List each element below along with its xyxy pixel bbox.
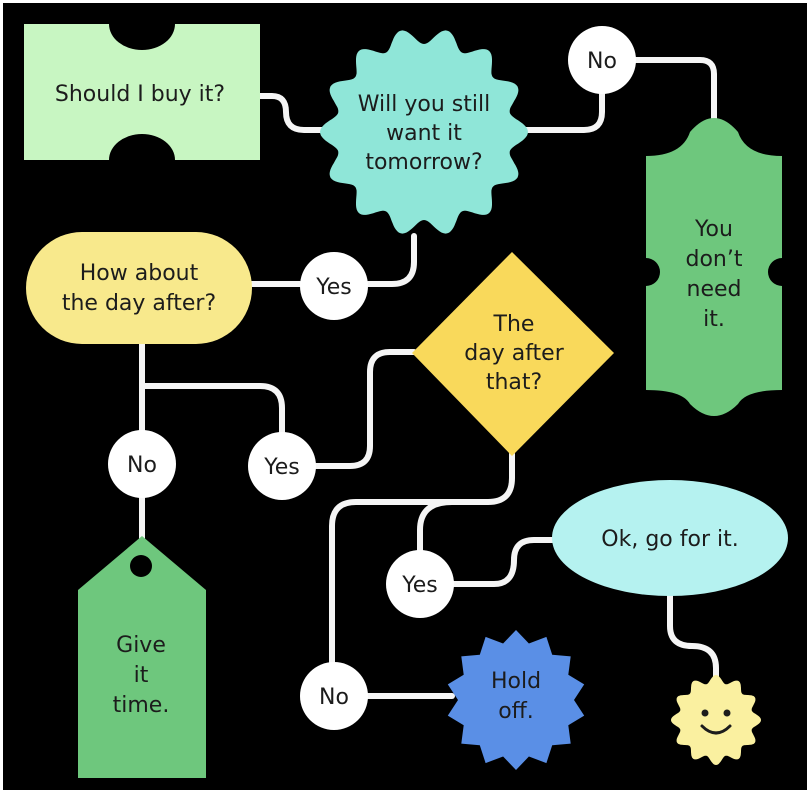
node-still-want: Will you still want it tomorrow? [320, 30, 528, 234]
node-label-give-time-2: it [134, 663, 149, 688]
tag-hole [130, 555, 152, 577]
answer-bubble [108, 430, 176, 498]
node-label-dont-need-2: don’t [686, 247, 743, 272]
node-label-day-after-1: How about [80, 261, 199, 286]
answer-bubble [248, 432, 316, 500]
starburst-shape [447, 630, 585, 770]
node-label-dont-need-1: You [694, 217, 733, 242]
answer-label: Yes [401, 573, 438, 598]
node-label-still-want-2: want it [386, 121, 462, 146]
node-label-hold-off-2: off. [498, 699, 534, 724]
node-label-day-after-2: the day after? [62, 291, 216, 316]
node-label-go-for-it: Ok, go for it. [601, 527, 738, 552]
ticket-shape [24, 24, 260, 160]
node-day-after: How about the day after? [26, 232, 252, 344]
node-label-still-want-1: Will you still [358, 92, 490, 117]
diamond-shape [412, 252, 614, 456]
connector-yes-to-go-for-it [447, 537, 555, 587]
connector-yes-to-day-after-that [313, 349, 417, 469]
scalloped-circle-shape [320, 30, 528, 234]
connector-tomorrow-to-yes [365, 233, 417, 287]
node-label-give-time-1: Give [116, 633, 166, 658]
tag-shape [78, 536, 206, 778]
answer-label: No [319, 685, 349, 710]
node-dont-need: You don’t need it. [646, 118, 782, 416]
smiley-right-eye [723, 709, 731, 717]
node-label-hold-off-1: Hold [491, 669, 541, 694]
ornate-rect-shape [646, 118, 782, 416]
node-label-dont-need-3: need [687, 277, 742, 302]
connector-branch-to-yes [139, 383, 285, 435]
answer-label: Yes [263, 455, 300, 480]
node-label-day-after-that-3: that? [486, 370, 542, 395]
smiley-face-icon [671, 675, 761, 765]
connector-buy-to-tomorrow [255, 93, 325, 133]
connector-lines [139, 57, 719, 699]
answer-yes-2: Yes [248, 432, 316, 500]
answer-label: Yes [315, 275, 352, 300]
answer-no-top: No [568, 26, 636, 94]
answer-label: No [587, 49, 617, 74]
answer-bubble [300, 662, 368, 730]
answer-bubble [386, 550, 454, 618]
ellipse-shape [552, 480, 788, 596]
node-should-buy: Should I buy it? [24, 24, 260, 160]
answer-bubble [300, 252, 368, 320]
smiley-mouth [700, 724, 732, 735]
node-label-day-after-that-2: day after [464, 341, 564, 366]
answer-bubble [568, 26, 636, 94]
node-label-give-time-3: time. [113, 693, 170, 718]
smiley-left-eye [701, 709, 709, 717]
answer-no-left: No [108, 430, 176, 498]
node-label-should-buy: Should I buy it? [55, 82, 225, 107]
answer-label: No [127, 453, 157, 478]
answer-no-bottom: No [300, 662, 368, 730]
connector-go-for-it-to-smiley [667, 589, 719, 683]
answer-yes-3: Yes [386, 550, 454, 618]
connector-no-to-dont-need [633, 57, 717, 135]
connector-branch-to-yes-2 [417, 499, 455, 559]
connector-tomorrow-to-no [521, 89, 605, 133]
connector-day-after-that-down [329, 451, 515, 669]
node-label-day-after-that-1: The [493, 312, 535, 337]
pill-shape [26, 232, 252, 344]
node-label-still-want-3: tomorrow? [365, 150, 482, 175]
node-hold-off: Hold off. [447, 630, 585, 770]
node-go-for-it: Ok, go for it. [552, 480, 788, 596]
smiley-face-shape [671, 675, 761, 765]
node-give-time: Give it time. [78, 536, 206, 778]
node-label-dont-need-4: it. [703, 307, 725, 332]
answer-yes-1: Yes [300, 252, 368, 320]
node-day-after-that: The day after that? [412, 252, 614, 456]
